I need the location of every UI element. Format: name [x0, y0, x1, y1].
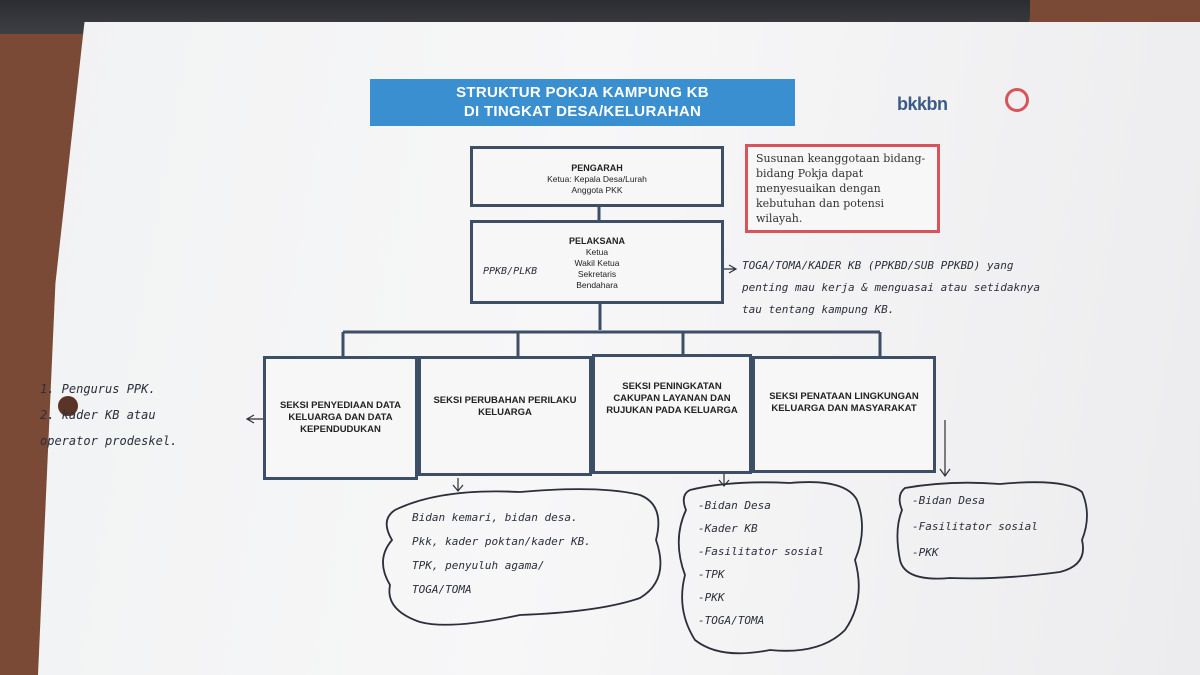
- pelaksana-box: PELAKSANA Ketua Wakil Ketua Sekretaris B…: [470, 220, 724, 304]
- pengarah-heading: PENGARAH: [571, 163, 623, 173]
- role-wakil-ketua: Wakil Ketua: [574, 258, 620, 268]
- seksi-perubahan-perilaku: SEKSI PERUBAHAN PERILAKU KELUARGA: [418, 356, 592, 476]
- seksi-cakupan-layanan: SEKSI PENINGKATAN CAKUPAN LAYANAN DAN RU…: [592, 354, 752, 474]
- cloud-1-line: Bidan kemari, bidan desa.: [412, 511, 578, 524]
- pengarah-line: Ketua: Kepala Desa/Lurah: [547, 174, 647, 184]
- handwritten-left-list: 1. Pengurus PPK. 2. kader KB atau operat…: [40, 376, 177, 454]
- toga-line: tau tentang kampung KB.: [742, 303, 895, 316]
- pengarah-box: PENGARAH Ketua: Kepala Desa/Lurah Anggot…: [470, 146, 724, 207]
- cloud-3-text: -Bidan Desa -Fasilitator sosial -PKK: [912, 488, 1038, 566]
- cloud-1-line: TOGA/TOMA: [412, 583, 472, 596]
- role-ketua: Ketua: [585, 247, 609, 257]
- role-bendahara: Bendahara: [576, 280, 618, 290]
- toga-line: TOGA/TOMA/KADER KB (PPKBD/SUB PPKBD) yan…: [742, 259, 1014, 272]
- cloud-3-line: -Fasilitator sosial: [912, 520, 1038, 533]
- cloud-1-text: Bidan kemari, bidan desa. Pkk, kader pok…: [412, 506, 591, 602]
- cloud-3-line: -Bidan Desa: [912, 494, 985, 507]
- cloud-2-line: -Bidan Desa: [698, 499, 771, 512]
- cloud-2-text: -Bidan Desa -Kader KB -Fasilitator sosia…: [698, 494, 824, 632]
- cloud-2-line: -PKK: [698, 591, 725, 604]
- pengarah-line: Anggota PKK: [571, 185, 623, 195]
- cloud-2-line: -TOGA/TOMA: [698, 614, 765, 627]
- left-list-item: 2. kader KB atau: [40, 408, 156, 422]
- cloud-2-outline: [677, 481, 863, 655]
- title-line-1: STRUKTUR POKJA KAMPUNG KB: [456, 84, 709, 101]
- toga-line: penting mau kerja & menguasai atau setid…: [742, 281, 1041, 294]
- cloud-1-line: Pkk, kader poktan/kader KB.: [412, 535, 591, 548]
- cloud-2-line: -Fasilitator sosial: [698, 545, 824, 558]
- punch-hole: [58, 396, 78, 416]
- cloud-1-outline: [382, 488, 662, 626]
- cloud-3-outline: [896, 481, 1088, 580]
- handwritten-ppkb: PPKB/PLKB: [483, 266, 538, 277]
- bkkbn-logo: bkkbn: [897, 94, 948, 114]
- cloud-1-line: TPK, penyuluh agama/: [412, 559, 545, 572]
- note-box: Susunan keanggotaan bidang-bidang Pokja …: [745, 144, 940, 233]
- left-list-item: operator prodeskel.: [40, 434, 178, 448]
- pelaksana-heading: PELAKSANA: [568, 236, 625, 246]
- cloud-3-line: -PKK: [912, 546, 939, 559]
- handwritten-toga-note: TOGA/TOMA/KADER KB (PPKBD/SUB PPKBD) yan…: [742, 255, 1040, 321]
- emblem-icon: [1005, 88, 1029, 112]
- cloud-2-line: -Kader KB: [698, 522, 758, 535]
- seksi-penataan-lingkungan: SEKSI PENATAAN LINGKUNGAN KELUARGA DAN M…: [752, 356, 936, 473]
- seksi-data-keluarga: SEKSI PENYEDIAAN DATA KELUARGA DAN DATA …: [263, 356, 418, 480]
- cloud-2-line: -TPK: [698, 568, 725, 581]
- chart-title: STRUKTUR POKJA KAMPUNG KB DI TINGKAT DES…: [370, 79, 795, 126]
- paper-sheet: [38, 22, 1200, 675]
- role-sekretaris: Sekretaris: [577, 269, 617, 279]
- left-list-item: 1. Pengurus PPK.: [40, 382, 156, 396]
- title-line-2: DI TINGKAT DESA/KELURAHAN: [463, 103, 702, 120]
